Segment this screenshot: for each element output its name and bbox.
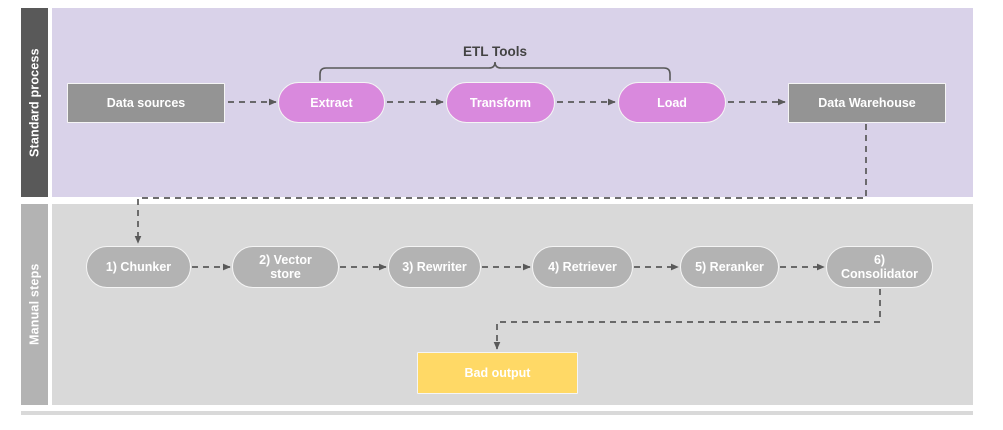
node-load-label: Load	[657, 95, 687, 110]
node-transform[interactable]: Transform	[446, 82, 555, 123]
node-bad-output[interactable]: Bad output	[417, 352, 578, 394]
node-vector-store[interactable]: 2) Vector store	[232, 246, 339, 288]
node-load[interactable]: Load	[618, 82, 726, 123]
node-consolidator-label: 6) Consolidator	[840, 253, 919, 281]
etl-tools-label: ETL Tools	[463, 44, 527, 59]
node-consolidator[interactable]: 6) Consolidator	[826, 246, 933, 288]
node-data-warehouse[interactable]: Data Warehouse	[788, 83, 946, 123]
node-vector-store-label: 2) Vector store	[259, 253, 312, 281]
lane-manual-steps-label: Manual steps	[21, 204, 48, 405]
node-transform-label: Transform	[469, 95, 532, 110]
node-data-sources[interactable]: Data sources	[67, 83, 225, 123]
node-rewriter-label: 3) Rewriter	[402, 260, 467, 274]
node-data-sources-label: Data sources	[106, 96, 186, 110]
node-retriever-label: 4) Retriever	[548, 260, 617, 274]
node-extract[interactable]: Extract	[278, 82, 385, 123]
node-retriever[interactable]: 4) Retriever	[532, 246, 633, 288]
node-bad-output-label: Bad output	[464, 366, 531, 380]
lane-standard-process-label: Standard process	[21, 8, 48, 197]
node-chunker-label: 1) Chunker	[105, 260, 172, 274]
node-extract-label: Extract	[310, 95, 353, 110]
node-rewriter[interactable]: 3) Rewriter	[388, 246, 481, 288]
node-reranker-label: 5) Reranker	[695, 260, 764, 274]
node-reranker[interactable]: 5) Reranker	[680, 246, 779, 288]
node-chunker[interactable]: 1) Chunker	[86, 246, 191, 288]
node-data-warehouse-label: Data Warehouse	[818, 96, 916, 110]
lane-divider	[21, 411, 973, 415]
